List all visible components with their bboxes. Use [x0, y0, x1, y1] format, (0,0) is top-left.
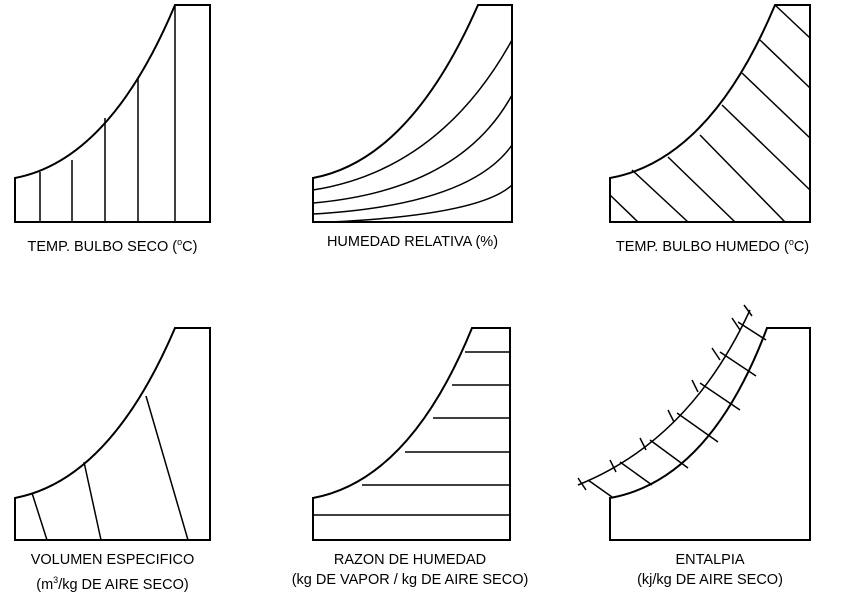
label-relative-humidity: HUMEDAD RELATIVA (%) — [326, 234, 499, 250]
label-sup: o — [177, 237, 183, 247]
label-title: ENTALPIA — [675, 552, 745, 568]
label-title: VOLUMEN ESPECIFICO — [30, 552, 195, 568]
panel-relative-humidity — [312, 4, 513, 223]
label-enthalpy: ENTALPIA (kj/kg DE AIRE SECO) — [600, 550, 820, 590]
panel-specific-volume — [14, 327, 211, 541]
label-wet-bulb: TEMP. BULBO HUMEDO (oC) — [585, 232, 840, 257]
label-text: (m — [36, 576, 54, 593]
label-text: C) — [182, 238, 198, 255]
label-text: TEMP. BULBO SECO ( — [27, 238, 178, 255]
label-sup: 3 — [53, 575, 59, 585]
panel-wet-bulb — [609, 4, 811, 223]
label-sub: (kg DE VAPOR / kg DE AIRE SECO) — [291, 572, 529, 588]
label-sub: (kj/kg DE AIRE SECO) — [637, 572, 783, 588]
label-text: /kg DE AIRE SECO) — [58, 576, 189, 593]
label-humidity-ratio: RAZON DE HUMEDAD (kg DE VAPOR / kg DE AI… — [250, 550, 570, 590]
panel-dry-bulb — [14, 4, 211, 223]
label-text: TEMP. BULBO HUMEDO ( — [615, 238, 789, 255]
panel-humidity-ratio — [312, 327, 511, 541]
label-sub: (m3/kg DE AIRE SECO) — [0, 570, 225, 595]
panel-enthalpy — [577, 304, 811, 541]
label-dry-bulb: TEMP. BULBO SECO (oC) — [5, 232, 220, 257]
label-title: RAZON DE HUMEDAD — [333, 552, 487, 568]
label-sup: o — [788, 237, 794, 247]
label-specific-volume: VOLUMEN ESPECIFICO (m3/kg DE AIRE SECO) — [0, 550, 225, 595]
label-text: C) — [793, 238, 810, 255]
